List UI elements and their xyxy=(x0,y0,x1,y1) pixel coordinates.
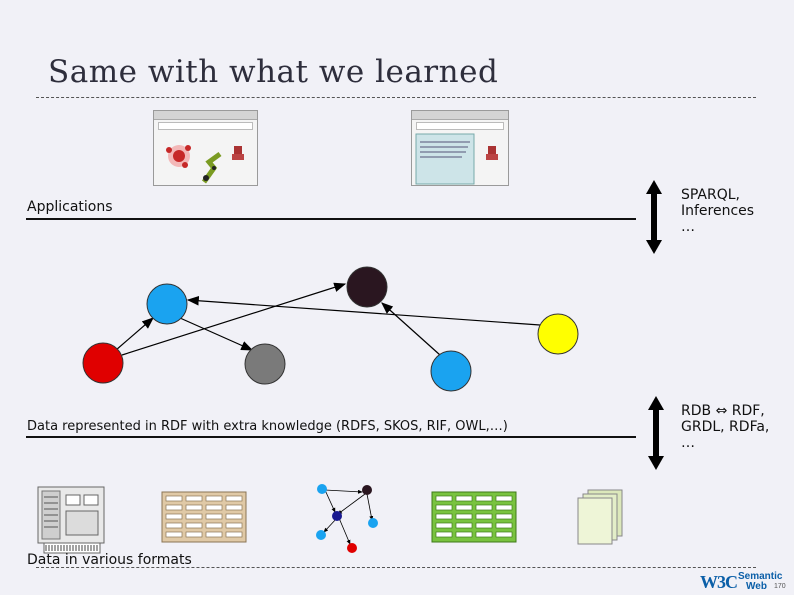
double-arrow-top-icon xyxy=(646,180,662,254)
slide-title: Same with what we learned xyxy=(48,54,499,90)
w3c-logo-text: W3C xyxy=(700,572,738,592)
web-logo-text: Web xyxy=(746,581,767,592)
page-number: 170 xyxy=(774,583,786,590)
sparql-inferences-note: SPARQL, Inferences … xyxy=(681,187,755,235)
browser-window-graphic xyxy=(153,110,258,186)
rdf-layer-label: Data represented in RDF with extra knowl… xyxy=(27,419,508,434)
graph-edge xyxy=(381,302,441,356)
browser-window-graphic xyxy=(411,110,509,186)
graph-edge xyxy=(121,282,347,356)
graph-node-dark xyxy=(346,266,388,308)
rdb-rdf-note: RDB ⇔ RDF, GRDL, RDFa, … xyxy=(681,403,770,451)
document-stack-icon xyxy=(577,489,623,545)
table-tan-icon xyxy=(161,491,247,543)
document-panel-icon xyxy=(415,133,498,185)
molecule-illustration-icon xyxy=(166,145,244,184)
double-arrow-bottom-icon xyxy=(648,396,664,470)
graph-node-red xyxy=(82,342,124,384)
graph-node-yellow xyxy=(537,313,579,355)
applications-label: Applications xyxy=(27,199,113,215)
semantic-logo-text: Semantic xyxy=(738,571,783,582)
graph-edge xyxy=(186,295,541,326)
w3c-semantic-web-logo: W3C Semantic Web 170 xyxy=(700,571,792,593)
graph-edge xyxy=(115,317,154,351)
rdf-layer-line xyxy=(26,436,636,438)
title-divider xyxy=(36,97,756,98)
graph-edge xyxy=(179,317,254,351)
applications-layer-line xyxy=(26,218,636,220)
graph-node-blue xyxy=(146,283,188,325)
footer-divider xyxy=(36,567,756,568)
server-icon xyxy=(37,486,105,554)
formats-label: Data in various formats xyxy=(27,552,192,568)
graph-node-blue xyxy=(430,350,472,392)
graph-node-gray xyxy=(244,343,286,385)
table-green-icon xyxy=(431,491,517,543)
graph-network-icon xyxy=(316,484,378,553)
